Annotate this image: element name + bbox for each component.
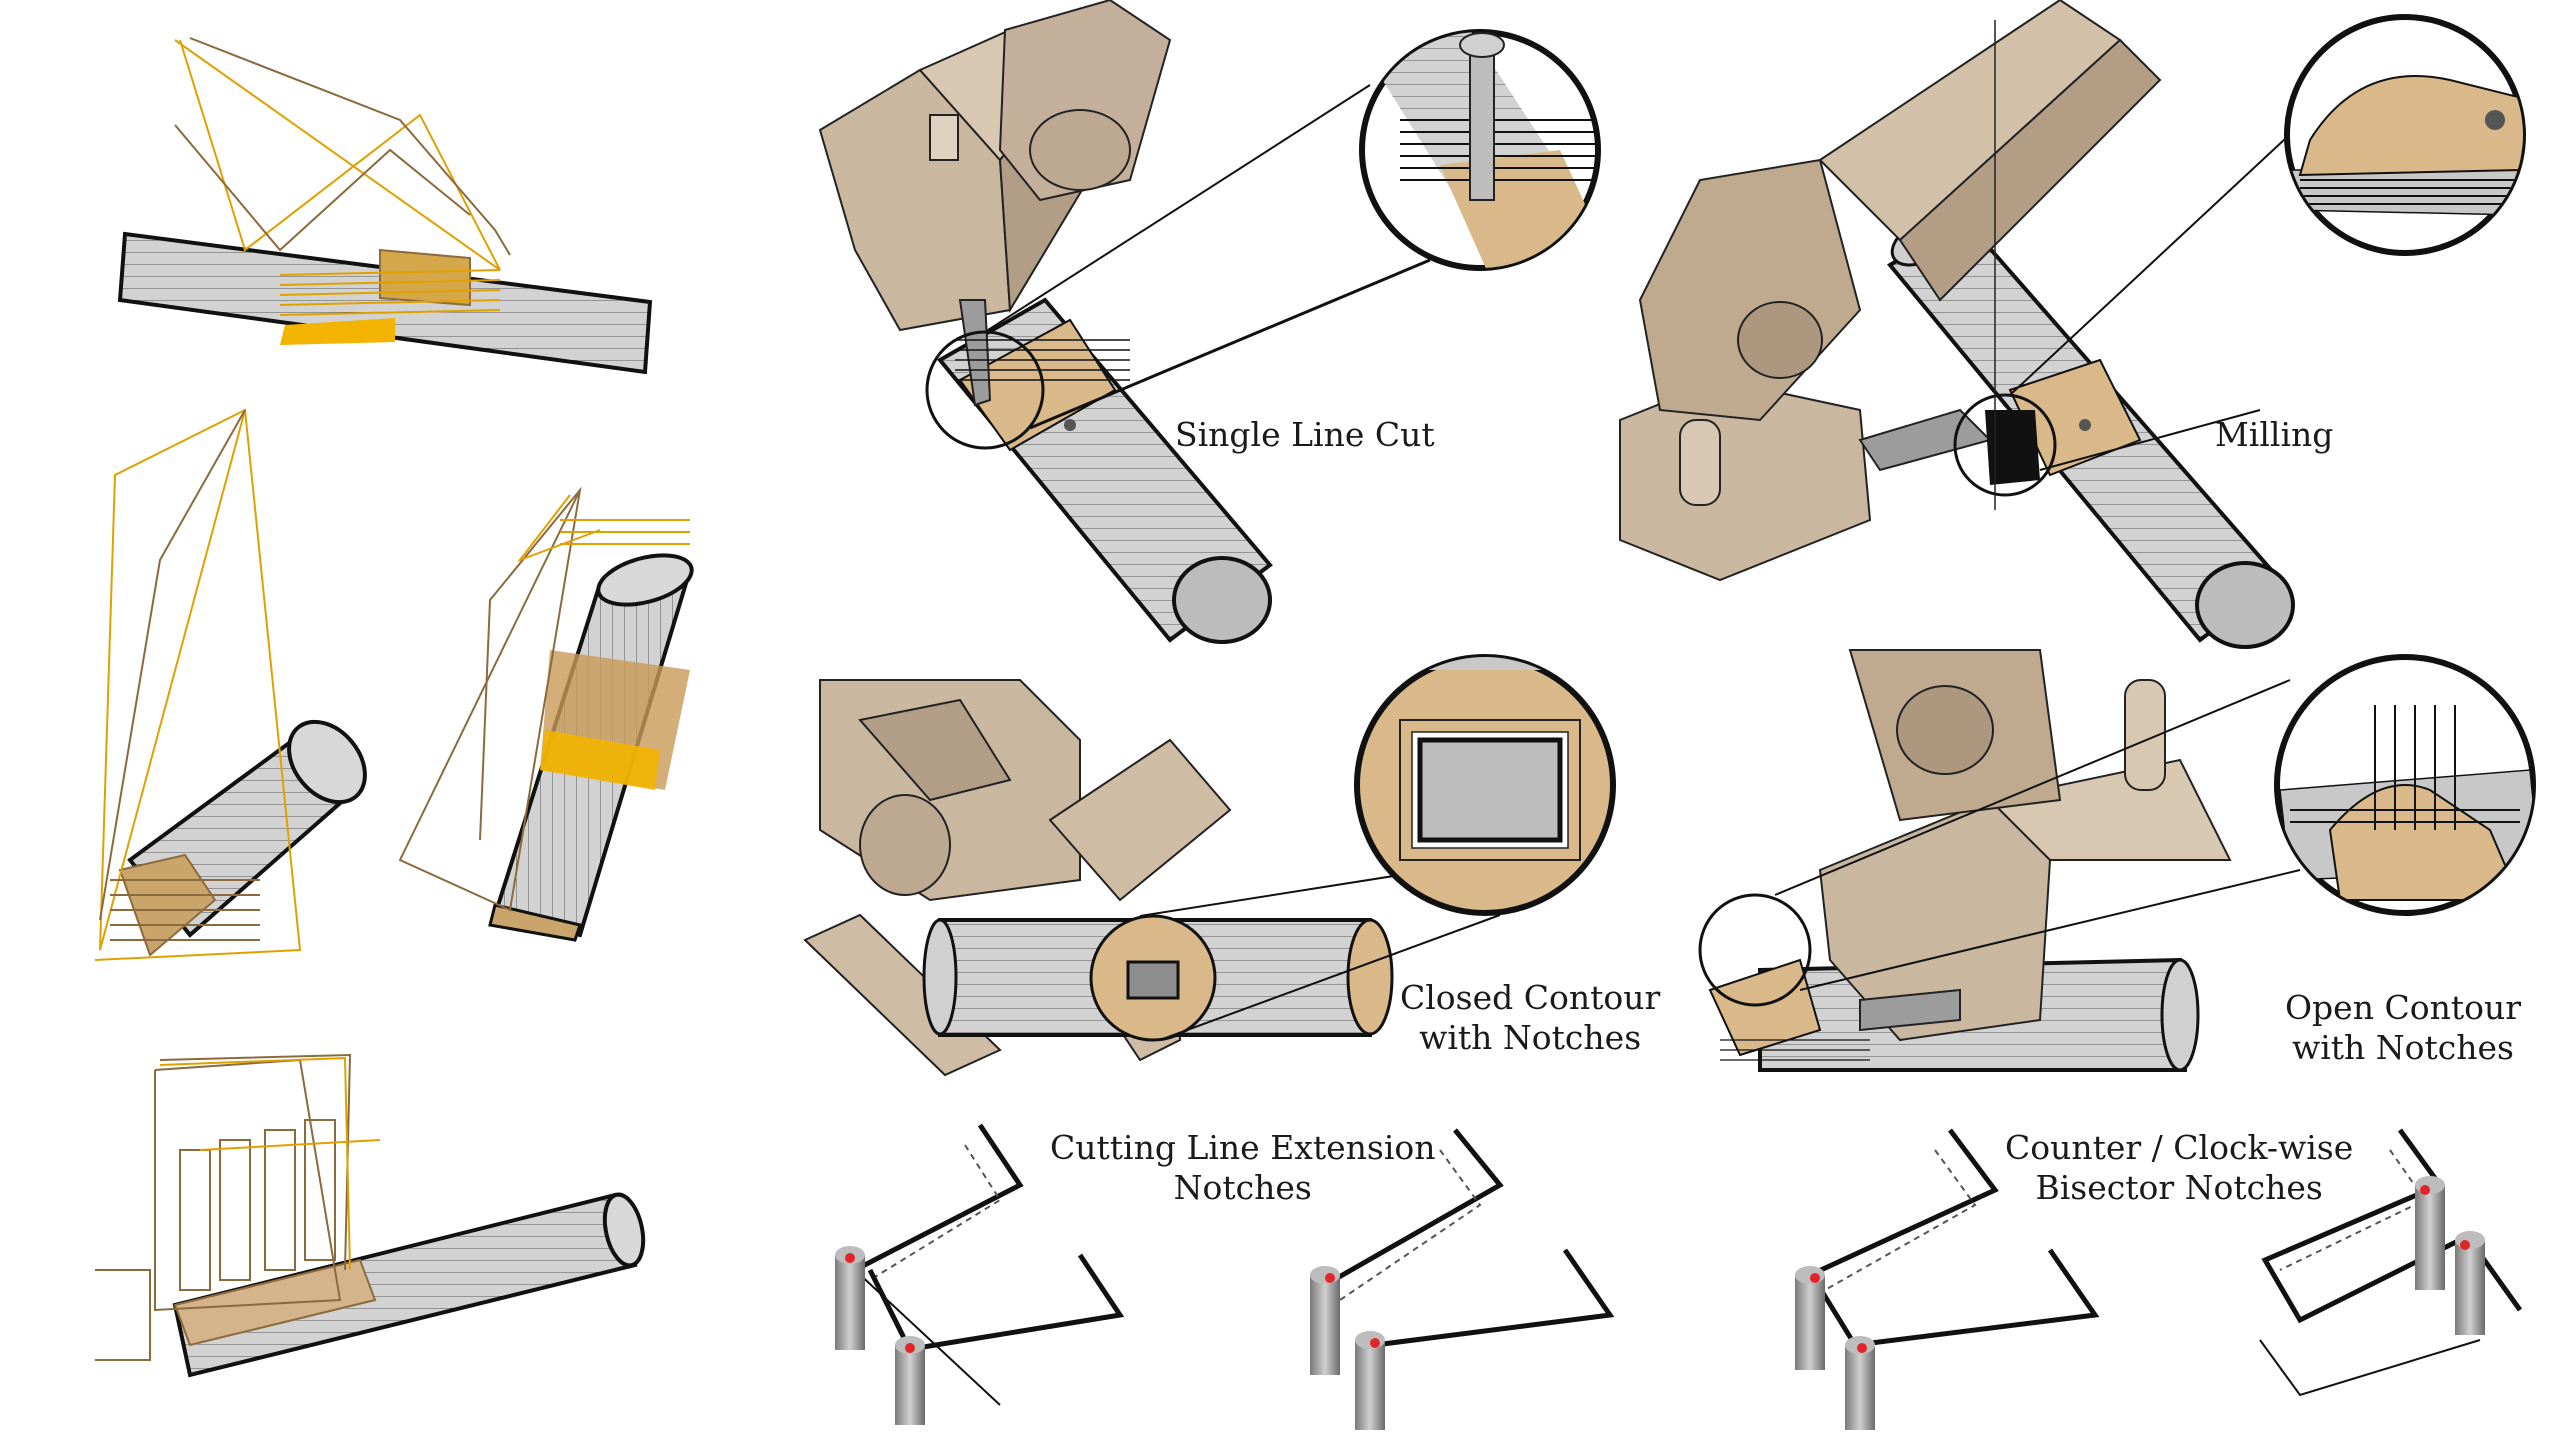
bisector-diagram-a — [1795, 1128, 2100, 1430]
label-single-line-cut: Single Line Cut — [1175, 415, 1435, 455]
label-closed-contour-line1: Closed Contour — [1400, 978, 1661, 1017]
bisector-diagram-b — [2259, 1128, 2523, 1397]
label-cutting-extension-line1: Cutting Line Extension — [1050, 1128, 1436, 1167]
label-milling-text: Milling — [2215, 415, 2334, 454]
label-closed-contour-line2: with Notches — [1419, 1018, 1642, 1057]
label-bisector: Counter / Clock-wise Bisector Notches — [2005, 1128, 2353, 1208]
toolpath-study-beam-diagonal-right — [398, 486, 694, 942]
single-line-cut-scene — [818, 0, 1601, 644]
label-open-contour-line2: with Notches — [2291, 1028, 2514, 1067]
open-contour-scene — [1698, 649, 2536, 1072]
label-open-contour-line1: Open Contour — [2285, 988, 2521, 1027]
label-closed-contour: Closed Contour with Notches — [1400, 978, 1660, 1058]
label-single-line-cut-text: Single Line Cut — [1175, 415, 1435, 454]
label-bisector-line2: Bisector Notches — [2035, 1168, 2323, 1207]
cutting-extension-diagram-a — [835, 1123, 1125, 1425]
label-cutting-extension-line2: Notches — [1173, 1168, 1312, 1207]
label-cutting-extension: Cutting Line Extension Notches — [1050, 1128, 1436, 1208]
milling-scene — [1619, 0, 2526, 649]
toolpath-study-beam-notches — [95, 1053, 646, 1378]
closed-contour-scene — [803, 654, 1616, 1077]
label-bisector-line1: Counter / Clock-wise — [2005, 1128, 2354, 1167]
label-milling: Milling — [2215, 415, 2333, 455]
label-open-contour: Open Contour with Notches — [2285, 988, 2521, 1068]
toolpath-study-beam-diagonal-left — [94, 408, 367, 961]
toolpath-study-beam-horizontal — [117, 37, 653, 375]
cutting-extension-diagram-b — [1310, 1128, 1615, 1430]
